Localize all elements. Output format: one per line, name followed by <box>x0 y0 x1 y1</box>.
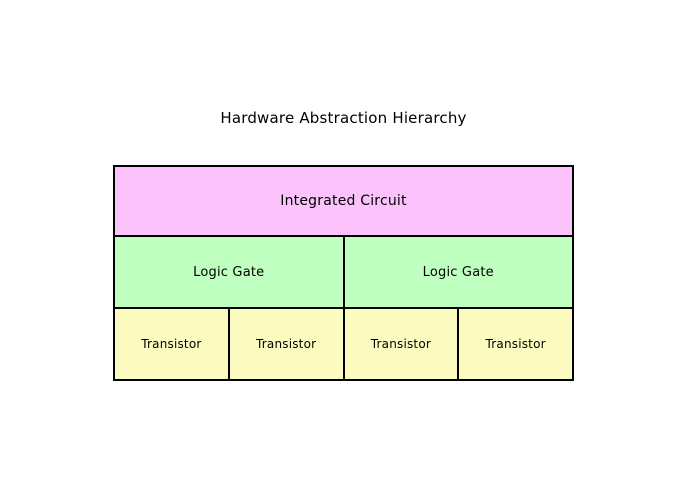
cell-label: Logic Gate <box>193 264 265 280</box>
cell-label: Integrated Circuit <box>280 193 407 209</box>
cell-logic-gate-2[interactable]: Logic Gate <box>344 237 574 309</box>
hardware-abstraction-hierarchy: Integrated Circuit Logic Gate Logic Gate… <box>113 165 574 381</box>
cell-label: Transistor <box>141 337 202 351</box>
cell-logic-gate-1[interactable]: Logic Gate <box>113 237 345 309</box>
cell-transistor-3[interactable]: Transistor <box>344 309 460 381</box>
hierarchy-row-logic-gate: Logic Gate Logic Gate <box>113 237 574 309</box>
hierarchy-row-integrated-circuit: Integrated Circuit <box>113 165 574 237</box>
cell-transistor-1[interactable]: Transistor <box>113 309 230 381</box>
cell-integrated-circuit[interactable]: Integrated Circuit <box>113 165 574 237</box>
cell-transistor-2[interactable]: Transistor <box>229 309 345 381</box>
cell-label: Transistor <box>255 337 317 351</box>
hierarchy-row-transistor: Transistor Transistor Transistor Transis… <box>113 309 574 381</box>
cell-label: Logic Gate <box>422 264 494 280</box>
cell-label: Transistor <box>370 337 432 351</box>
cell-label: Transistor <box>485 337 546 351</box>
page-title: Hardware Abstraction Hierarchy <box>220 109 467 127</box>
cell-transistor-4[interactable]: Transistor <box>459 309 574 381</box>
